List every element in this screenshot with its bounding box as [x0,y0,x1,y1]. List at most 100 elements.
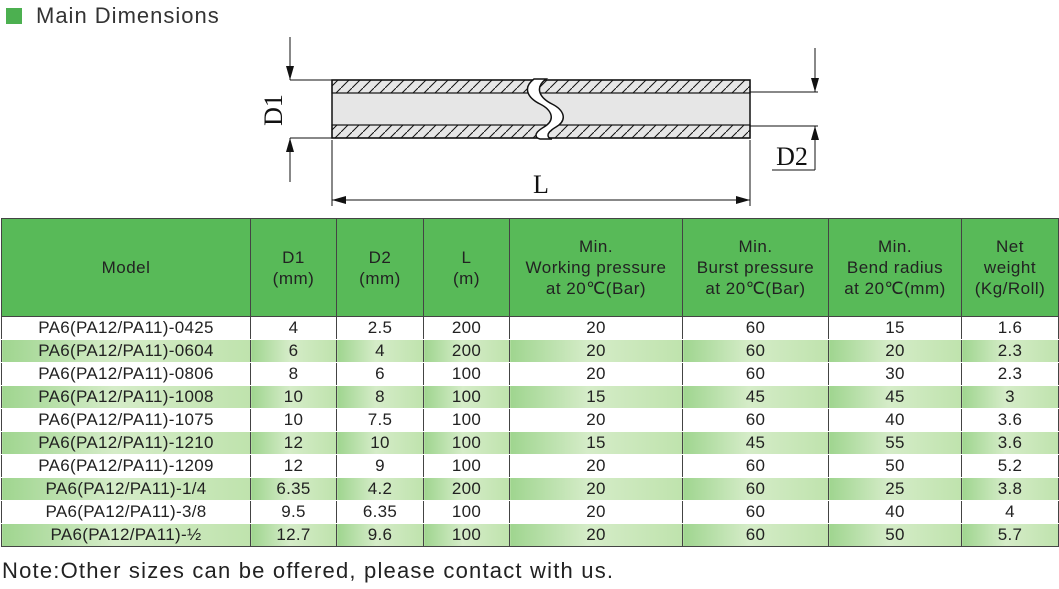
value-cell: 20 [509,500,683,524]
value-cell: 20 [509,477,683,501]
model-cell: PA6(PA12/PA11)-0806 [1,362,251,386]
column-header-line: at 20℃(Bar) [705,279,806,298]
d2-dimension: D2 [750,48,819,171]
column-header-line: L [461,247,472,267]
column-header-line: Net [996,237,1024,256]
column-header-line: Model [101,258,151,277]
tube-dimension-diagram: D1 D2 L [259,37,819,206]
value-cell: 1.6 [961,316,1059,340]
column-header-line: Min. [578,237,614,256]
column-header-line: at 20℃(Bar) [545,279,647,298]
d2-label: D2 [776,142,808,171]
value-cell: 4.2 [336,477,424,501]
value-cell: 100 [423,408,510,432]
value-cell: 6 [336,362,424,386]
value-cell: 60 [682,362,829,386]
value-cell: 9.5 [250,500,337,524]
d1-label: D1 [259,94,288,126]
model-cell: PA6(PA12/PA11)-3/8 [1,500,251,524]
value-cell: 2.5 [336,316,424,340]
value-cell: 20 [509,454,683,478]
column-header-line: Bend radius [846,258,944,277]
model-cell: PA6(PA12/PA11)-1008 [1,385,251,409]
value-cell: 4 [961,500,1059,524]
value-cell: 60 [682,339,829,363]
value-cell: 9 [336,454,424,478]
value-cell: 60 [682,500,829,524]
column-header-line: (Kg/Roll) [974,279,1046,298]
value-cell: 45 [828,385,962,409]
value-cell: 10 [250,408,337,432]
column-header: D1(mm) [250,218,337,317]
value-cell: 15 [509,385,683,409]
value-cell: 6 [250,339,337,363]
value-cell: 100 [423,385,510,409]
column-header-line: weight [983,258,1037,277]
value-cell: 100 [423,362,510,386]
value-cell: 2.3 [961,339,1059,363]
column-header: Min. Working pressure at 20℃(Bar) [509,218,683,317]
d1-dimension: D1 [259,37,332,182]
value-cell: 15 [509,431,683,455]
value-cell: 45 [682,385,829,409]
value-cell: 100 [423,500,510,524]
value-cell: 3 [961,385,1059,409]
model-cell: PA6(PA12/PA11)-1075 [1,408,251,432]
value-cell: 50 [828,523,962,547]
column-header: Min. Bend radius at 20℃(mm) [828,218,962,317]
value-cell: 20 [509,316,683,340]
value-cell: 45 [682,431,829,455]
l-dimension: L [331,140,751,206]
l-label: L [533,170,549,199]
column-header-line: D2 [368,247,392,267]
value-cell: 15 [828,316,962,340]
model-cell: PA6(PA12/PA11)-0425 [1,316,251,340]
column-header: D2(mm) [336,218,424,317]
column-header: Model [1,218,251,317]
value-cell: 8 [250,362,337,386]
value-cell: 200 [423,339,510,363]
column-header-line: Burst pressure [696,258,815,277]
model-cell: PA6(PA12/PA11)-1209 [1,454,251,478]
column-header-line: Min. [877,237,913,256]
value-cell: 60 [682,477,829,501]
value-cell: 25 [828,477,962,501]
column-header: Net weight (Kg/Roll) [961,218,1059,317]
model-cell: PA6(PA12/PA11)-1/4 [1,477,251,501]
section-marker-icon [6,8,22,24]
value-cell: 200 [423,477,510,501]
tube-section [331,78,751,140]
column-header-line: (mm) [359,268,401,288]
column-header-line: (m) [453,268,480,288]
value-cell: 20 [509,523,683,547]
value-cell: 12.7 [250,523,337,547]
column-header-line: at 20℃(mm) [844,279,946,298]
value-cell: 20 [509,362,683,386]
value-cell: 55 [828,431,962,455]
model-cell: PA6(PA12/PA11)-0604 [1,339,251,363]
value-cell: 60 [682,523,829,547]
value-cell: 20 [509,339,683,363]
column-header: Min. Burst pressure at 20℃(Bar) [682,218,829,317]
column-header-line: Min. [738,237,773,256]
value-cell: 30 [828,362,962,386]
value-cell: 12 [250,431,337,455]
section-header: Main Dimensions [6,2,220,30]
value-cell: 12 [250,454,337,478]
value-cell: 100 [423,454,510,478]
value-cell: 7.5 [336,408,424,432]
value-cell: 3.6 [961,408,1059,432]
value-cell: 60 [682,316,829,340]
column-header-line: Working pressure [525,258,667,277]
